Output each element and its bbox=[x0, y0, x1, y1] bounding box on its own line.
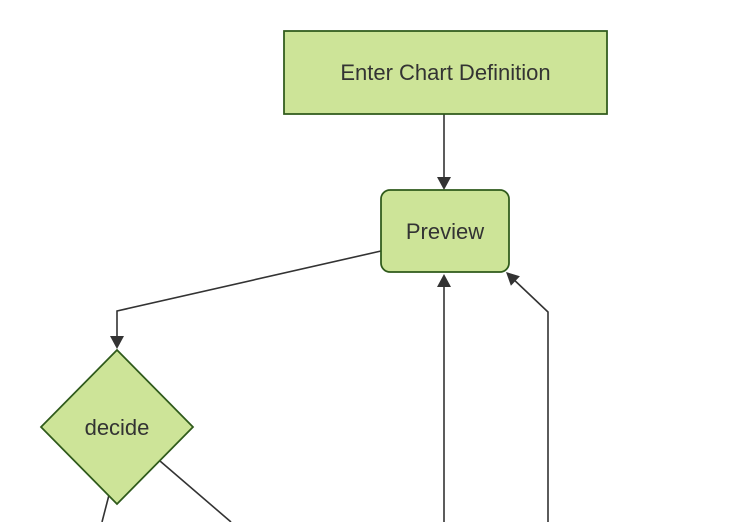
edge-offscreen-to-preview-vertical bbox=[437, 274, 451, 522]
edge-line bbox=[509, 275, 549, 522]
edge-preview-to-decide bbox=[110, 250, 382, 349]
diamond-shape bbox=[39, 348, 195, 506]
node-decide: decide bbox=[39, 348, 195, 506]
node-preview: Preview bbox=[380, 189, 510, 273]
edge-decide-to-offscreen-left bbox=[101, 494, 110, 522]
edge-line bbox=[159, 460, 232, 522]
rectangle-shape bbox=[283, 30, 608, 115]
edge-offscreen-to-preview-diagonal bbox=[506, 272, 549, 522]
arrowhead-icon bbox=[437, 274, 451, 287]
rounded-rectangle-shape bbox=[380, 189, 510, 273]
arrowhead-icon bbox=[110, 336, 124, 349]
node-enter-chart-definition: Enter Chart Definition bbox=[283, 30, 608, 115]
arrowhead-icon bbox=[506, 272, 520, 286]
node-label: decide bbox=[85, 415, 150, 440]
arrowhead-icon bbox=[437, 177, 451, 190]
edge-line bbox=[116, 250, 382, 345]
edge-line bbox=[101, 494, 110, 522]
edge-decide-to-offscreen-right bbox=[159, 460, 232, 522]
node-label: Enter Chart Definition bbox=[340, 60, 550, 85]
edge-enter-chart-definition-to-preview bbox=[437, 114, 451, 190]
node-label: Preview bbox=[406, 219, 484, 244]
